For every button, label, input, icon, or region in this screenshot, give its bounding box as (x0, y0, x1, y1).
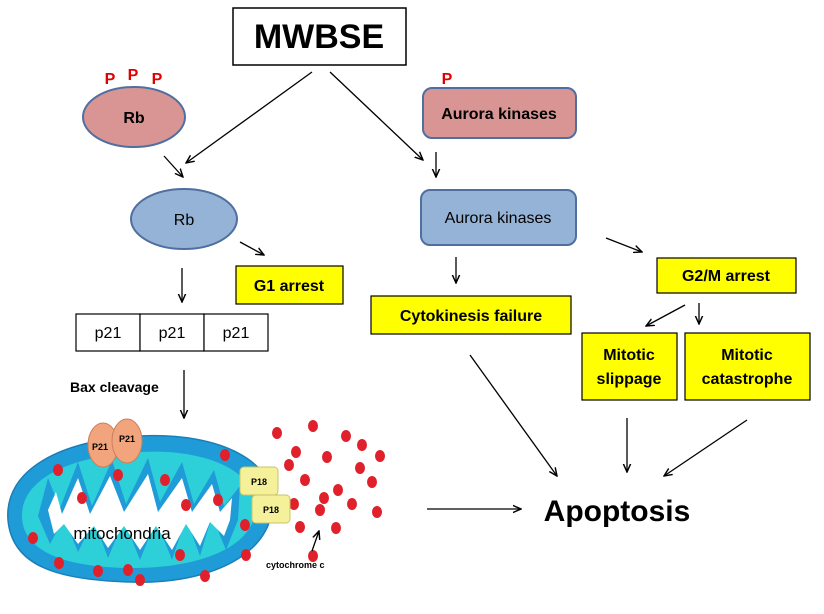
cytochrome-c-dot (175, 549, 185, 561)
rb-phosphorylated-ellipse (82, 86, 186, 148)
phospho-mark: P (152, 71, 163, 88)
cytochrome-c-dot (181, 499, 191, 511)
mitotic-slippage-line2: slippage (597, 371, 662, 388)
aurora-label: Aurora kinases (445, 210, 552, 227)
p21-cell: p21 (223, 325, 250, 342)
cytochrome-c-dot (357, 439, 367, 451)
mwbse-box: MWBSE (232, 7, 407, 66)
mitotic-catastrophe-line1: Mitotic (721, 347, 773, 364)
p18-protein-group: P18 P18 (239, 466, 291, 524)
cytochrome-c-dot (200, 570, 210, 582)
g1-arrest-label: G1 arrest (254, 278, 325, 295)
rb-ellipse (130, 188, 238, 250)
cytochrome-c-dot (341, 430, 351, 442)
cytochrome-c-dot (284, 459, 294, 471)
rb-phosphorylated-node: Rb P P P (82, 67, 186, 148)
p21-protein-label: P21 (92, 442, 108, 452)
p21-cell: p21 (159, 325, 186, 342)
phospho-mark: P (442, 71, 453, 88)
aurora-node: Aurora kinases (420, 189, 577, 246)
cytochrome-c-dot (308, 420, 318, 432)
cytochrome-c-dot (240, 519, 250, 531)
cytochrome-c-dots (28, 420, 385, 586)
rb-node: Rb (130, 188, 238, 250)
rb-phosphorylated-label: Rb (123, 110, 145, 127)
cytochrome-c-dot (308, 550, 318, 562)
g2m-arrest-box: G2/M arrest (656, 257, 797, 294)
aurora-phosphorylated-box (422, 87, 577, 139)
p18-protein-label: P18 (251, 477, 267, 487)
mwbse-label: MWBSE (254, 18, 384, 56)
cytochrome-c-label: cytochrome c (266, 560, 325, 570)
cytochrome-c-dot (375, 450, 385, 462)
cytochrome-c-dot (123, 564, 133, 576)
cytochrome-c-dot (289, 498, 299, 510)
bax-cleavage-label: Bax cleavage (70, 379, 159, 395)
arrow (664, 419, 748, 476)
mitochondrion: mitochondria (7, 434, 274, 583)
arrow (605, 237, 642, 252)
arrows (163, 71, 748, 552)
arrow (646, 304, 686, 326)
aurora-phosphorylated-node: Aurora kinases P (422, 71, 577, 139)
aurora-phosphorylated-label: Aurora kinases (441, 106, 557, 123)
p18-protein (251, 494, 291, 524)
p21-cell: p21 (95, 325, 122, 342)
phospho-mark: P (105, 71, 116, 88)
cytochrome-c-dot (355, 462, 365, 474)
mitochondrion-matrix (48, 474, 232, 550)
apoptosis-label: Apoptosis (544, 495, 691, 528)
cytochrome-c-dot (220, 449, 230, 461)
cytochrome-c-dot (53, 464, 63, 476)
arrow (163, 155, 183, 177)
cytochrome-c-dot (367, 476, 377, 488)
p18-protein-label: P18 (263, 505, 279, 515)
cytochrome-c-dot (291, 446, 301, 458)
cytochrome-c-dot (28, 532, 38, 544)
cytochrome-c-dot (347, 498, 357, 510)
cytochrome-c-dot (135, 574, 145, 586)
arrow (329, 71, 423, 160)
g2m-arrest-label: G2/M arrest (682, 268, 771, 285)
cytokinesis-failure-box: Cytokinesis failure (370, 295, 572, 335)
cytochrome-c-dot (241, 549, 251, 561)
cytochrome-c-dot (333, 484, 343, 496)
cytochrome-c-dot (331, 522, 341, 534)
mitotic-slippage-line1: Mitotic (603, 347, 655, 364)
mitochondria-label: mitochondria (73, 524, 171, 543)
cytochrome-c-dot (319, 492, 329, 504)
arrow (311, 531, 319, 552)
cytochrome-c-dot (93, 565, 103, 577)
cytochrome-c-dot (272, 427, 282, 439)
cytochrome-c-dot (54, 557, 64, 569)
p21-protein-group: P21 P21 (87, 418, 143, 468)
cytochrome-c-dot (322, 451, 332, 463)
cytochrome-c-dot (160, 474, 170, 486)
mitotic-slippage-box: Mitotic slippage (581, 332, 678, 401)
aurora-box (420, 189, 577, 246)
cytochrome-c-dot (295, 521, 305, 533)
mitotic-catastrophe-line2: catastrophe (702, 371, 793, 388)
cytochrome-c-dot (300, 474, 310, 486)
cytochrome-c-dot (372, 506, 382, 518)
cytokinesis-failure-label: Cytokinesis failure (400, 308, 542, 325)
p21-row: p21 p21 p21 (75, 313, 269, 352)
cytochrome-c-dot (113, 469, 123, 481)
p21-protein (111, 418, 143, 464)
cytochrome-c-dot (77, 492, 87, 504)
rb-label: Rb (174, 212, 195, 229)
phospho-mark: P (128, 67, 139, 84)
p21-protein-label: P21 (119, 434, 135, 444)
arrow (239, 241, 264, 255)
mitotic-catastrophe-box: Mitotic catastrophe (684, 332, 811, 401)
cytochrome-c-dot (315, 504, 325, 516)
g1-arrest-box: G1 arrest (235, 265, 344, 305)
arrow (469, 354, 557, 476)
cytochrome-c-dot (213, 494, 223, 506)
arrow (186, 71, 313, 163)
